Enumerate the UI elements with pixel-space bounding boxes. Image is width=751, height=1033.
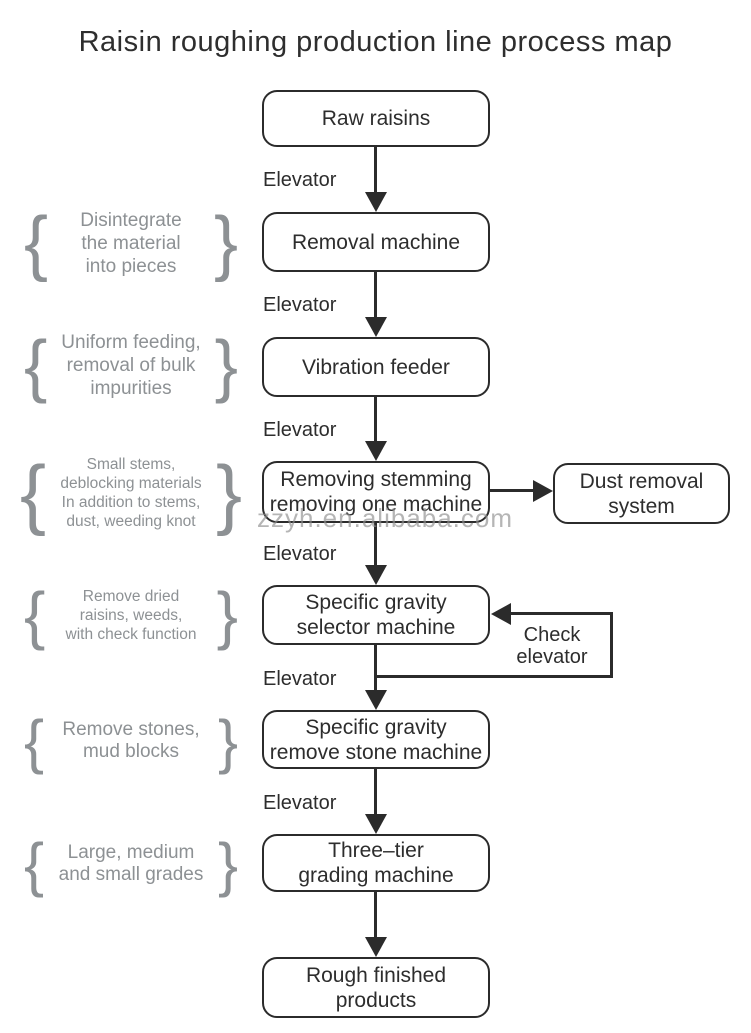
watermark: zzyh.en.alibaba.com [257, 503, 514, 533]
node-label: Vibration feeder [302, 355, 450, 379]
arrow-down-icon [365, 814, 387, 834]
annotation-text: Remove stones, mud blocks [62, 719, 200, 762]
elevator-label-1: Elevator [263, 169, 337, 191]
elevator-label-6: Elevator [263, 792, 337, 814]
annotation-text: Large, medium and small grades [58, 842, 204, 885]
left-brace-icon: { [24, 707, 45, 775]
connector-line-1 [374, 147, 377, 194]
connector-line-5 [374, 645, 377, 691]
annotation-disintegrate: { Disintegrate the material into pieces … [24, 204, 238, 282]
annotation-small-stems: { Small stems, deblocking materials In a… [20, 452, 242, 534]
elevator-label-2: Elevator [263, 294, 337, 316]
node-label: Raw raisins [321, 107, 431, 130]
left-brace-icon: { [24, 578, 46, 651]
node-label: Specific gravity selector machine [296, 591, 456, 639]
connector-line-2 [374, 272, 377, 318]
connector-line-4 [374, 523, 377, 566]
node-vibration-feeder: Vibration feeder [262, 337, 490, 397]
node-raw-raisins: Raw raisins [262, 90, 490, 147]
node-label: Removing stemming removing one machine [269, 468, 483, 516]
elevator-label-3: Elevator [263, 419, 337, 441]
annotation-uniform-feeding: { Uniform feeding, removal of bulk impur… [24, 329, 238, 401]
arrow-down-icon [365, 937, 387, 957]
right-brace-icon: } [214, 325, 238, 404]
right-brace-icon: } [217, 707, 238, 775]
node-dust-removal-system: Dust removal system [553, 463, 730, 524]
check-loop-right-line [610, 612, 613, 678]
arrow-down-icon [365, 565, 387, 585]
arrow-down-icon [365, 690, 387, 710]
arrow-left-icon [491, 603, 511, 625]
check-loop-top-line [510, 612, 613, 615]
right-brace-icon: } [215, 448, 242, 537]
elevator-label-4: Elevator [263, 543, 337, 565]
node-removal-machine: Removal machine [262, 212, 490, 272]
arrow-right-icon [533, 480, 553, 502]
left-brace-icon: { [24, 325, 48, 404]
annotation-remove-dried: { Remove dried raisins, weeds, with chec… [24, 582, 238, 648]
node-label: Dust removal system [579, 469, 704, 518]
node-label: Rough finished products [305, 963, 447, 1012]
dust-branch-line [489, 489, 535, 492]
connector-line-6 [374, 769, 377, 815]
annotation-text: Remove dried raisins, weeds, with check … [65, 587, 197, 643]
right-brace-icon: } [217, 830, 238, 898]
left-brace-icon: { [24, 202, 49, 283]
annotation-remove-stones: { Remove stones, mud blocks } [24, 710, 238, 772]
arrow-down-icon [365, 441, 387, 461]
node-label: Specific gravity remove stone machine [269, 715, 483, 764]
node-grading-machine: Three–tier grading machine [262, 834, 490, 892]
connector-line-3 [374, 397, 377, 442]
connector-line-7 [374, 892, 377, 938]
arrow-down-icon [365, 192, 387, 212]
node-gravity-stone-remover: Specific gravity remove stone machine [262, 710, 490, 769]
right-brace-icon: } [213, 202, 238, 283]
node-label: Removal machine [291, 230, 461, 254]
left-brace-icon: { [20, 448, 47, 537]
arrow-down-icon [365, 317, 387, 337]
elevator-label-5: Elevator [263, 668, 337, 690]
node-gravity-selector: Specific gravity selector machine [262, 585, 490, 645]
right-brace-icon: } [216, 578, 238, 651]
annotation-text: Small stems, deblocking materials In add… [60, 456, 202, 530]
node-label: Three–tier grading machine [298, 839, 454, 887]
left-brace-icon: { [24, 830, 45, 898]
check-loop-bottom-line [375, 675, 613, 678]
page-title: Raisin roughing production line process … [78, 26, 673, 58]
annotation-grades: { Large, medium and small grades } [24, 833, 238, 895]
node-stemming-machine: Removing stemming removing one machine [262, 461, 490, 523]
node-rough-finished-products: Rough finished products [262, 957, 490, 1018]
annotation-text: Disintegrate the material into pieces [80, 209, 182, 277]
annotation-text: Uniform feeding, removal of bulk impurit… [61, 331, 201, 399]
check-elevator-label: Check elevator [516, 624, 588, 668]
